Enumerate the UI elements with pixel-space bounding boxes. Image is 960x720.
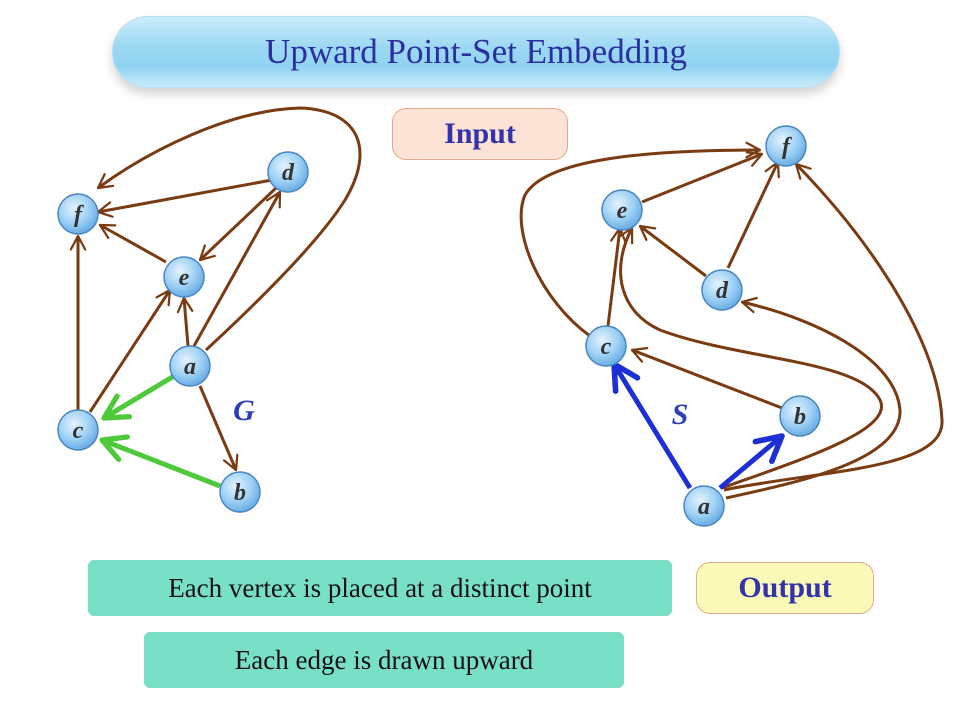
g-edge-d-e <box>198 186 278 262</box>
s-edge-d-e <box>638 224 707 278</box>
graph-g-edges <box>69 106 362 472</box>
graph-g-label: G <box>233 394 255 427</box>
title-banner: Upward Point-Set Embedding <box>112 16 840 88</box>
g-edge-c-e <box>88 288 172 413</box>
point-set-s-label: S <box>672 398 689 431</box>
g-node-e: e <box>163 256 205 298</box>
note-edge-upward: Each edge is drawn upward <box>144 632 624 688</box>
g-node-a-label: a <box>184 354 196 380</box>
output-label: Output <box>696 562 874 614</box>
s-edge-a-e-curve <box>618 226 884 490</box>
g-node-f-label: f <box>74 202 84 228</box>
g-edge-a-c-highlight <box>101 373 176 421</box>
s-edge-c-e <box>606 226 627 327</box>
s-node-a-label: a <box>698 494 710 520</box>
g-edge-a-d <box>192 190 282 347</box>
s-node-f-label: f <box>782 134 792 160</box>
g-edge-d-f <box>96 178 273 218</box>
g-edge-e-f <box>98 223 167 264</box>
s-node-f: f <box>765 125 807 167</box>
s-edge-e-f <box>641 151 764 204</box>
graph-g-highlighted-edges <box>99 373 221 489</box>
g-node-c: c <box>57 409 99 451</box>
input-label: Input <box>392 108 568 160</box>
g-node-b-label: b <box>234 480 246 506</box>
s-edge-a-c-highlight <box>611 361 693 490</box>
point-set-s-edges <box>519 141 944 500</box>
s-edge-a-b-highlight <box>718 433 785 490</box>
g-node-c-label: c <box>73 418 84 444</box>
g-node-b: b <box>219 471 261 513</box>
s-node-d: d <box>701 269 743 311</box>
s-node-a: a <box>683 485 725 527</box>
s-edge-a-f-curve <box>723 162 944 492</box>
point-set-s-highlighted-edges <box>611 361 785 490</box>
graph-g-nodes: f d e a c b <box>57 151 309 513</box>
page-title: Upward Point-Set Embedding <box>265 32 687 71</box>
g-edge-a-f <box>96 106 362 352</box>
s-edge-b-c <box>630 347 783 410</box>
s-node-e-label: e <box>617 198 628 224</box>
s-edge-c-f-curve <box>519 141 762 338</box>
g-edge-b-c-highlight <box>99 434 221 489</box>
s-edge-a-d-curve <box>725 296 902 500</box>
s-edge-d-f <box>726 160 780 269</box>
g-node-a: a <box>169 345 211 387</box>
g-edge-a-e <box>176 296 194 347</box>
note-distinct-point: Each vertex is placed at a distinct poin… <box>88 560 672 616</box>
s-node-d-label: d <box>716 278 729 304</box>
g-node-d: d <box>267 151 309 193</box>
s-node-c-label: c <box>601 334 612 360</box>
g-edge-a-b <box>198 385 239 472</box>
g-node-e-label: e <box>179 265 190 291</box>
g-node-f: f <box>57 193 99 235</box>
s-node-e: e <box>601 189 643 231</box>
point-set-s-nodes: f e d c b a <box>585 125 821 527</box>
g-node-d-label: d <box>282 160 295 186</box>
s-node-b-label: b <box>794 404 806 430</box>
s-node-c: c <box>585 325 627 367</box>
s-node-b: b <box>779 395 821 437</box>
